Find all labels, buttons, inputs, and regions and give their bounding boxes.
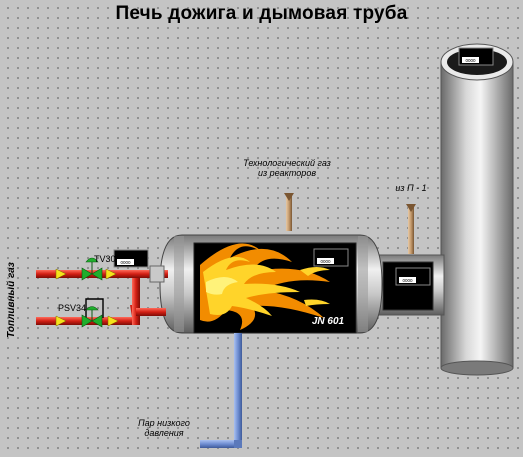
flow-arrow-icon bbox=[55, 268, 119, 327]
process-gas-pipe bbox=[284, 193, 294, 231]
flame-icon bbox=[200, 243, 330, 330]
tech-gas-label: Технологический газ bbox=[243, 158, 331, 168]
instrument-value: 0000 bbox=[402, 278, 413, 283]
p1-gas-pipe bbox=[406, 204, 416, 254]
instrument-gas-line[interactable]: FT 1 0000 m3/h bbox=[113, 249, 149, 268]
instrument-duct[interactable]: AT 1 0000 % bbox=[395, 267, 431, 286]
instrument-unit: m3/h bbox=[136, 260, 147, 265]
tech-gas-label: из реакторов bbox=[258, 168, 316, 178]
steam-label: Пар низкого bbox=[138, 418, 190, 428]
steam-pipe bbox=[200, 333, 242, 448]
valve-psv34-icon[interactable] bbox=[81, 306, 103, 328]
valve-psv34-label: PSV34 bbox=[58, 303, 86, 313]
from-p1-label: из П - 1 bbox=[395, 183, 426, 193]
instrument-value: 0000 bbox=[320, 259, 331, 264]
instrument-tag: FT 1 bbox=[126, 253, 136, 258]
instrument-unit: degC bbox=[336, 259, 348, 264]
valve-tv30-icon[interactable] bbox=[81, 257, 103, 281]
valve-tv30-label: TV30 bbox=[94, 254, 116, 264]
instrument-unit: % bbox=[421, 278, 425, 283]
furnace-id-label: JN 601 bbox=[312, 316, 345, 327]
instrument-value: 0000 bbox=[120, 260, 131, 265]
instrument-value: 0000 bbox=[465, 58, 476, 63]
instrument-unit: degC bbox=[481, 58, 493, 63]
instrument-stack-top[interactable]: TE 01 0000 degC bbox=[458, 47, 494, 66]
instrument-tag: AT 1 bbox=[408, 271, 418, 276]
instrument-tag: TE 01 bbox=[470, 51, 483, 56]
instrument-tag: TE 02 bbox=[325, 252, 338, 257]
instrument-furnace[interactable]: TE 02 0000 degC bbox=[313, 248, 349, 267]
chimney-stack bbox=[440, 43, 514, 376]
fuel-gas-label: Топливный газ bbox=[6, 262, 17, 338]
steam-label: давления bbox=[144, 428, 183, 438]
page-title: Печь дожига и дымовая труба bbox=[115, 3, 408, 24]
